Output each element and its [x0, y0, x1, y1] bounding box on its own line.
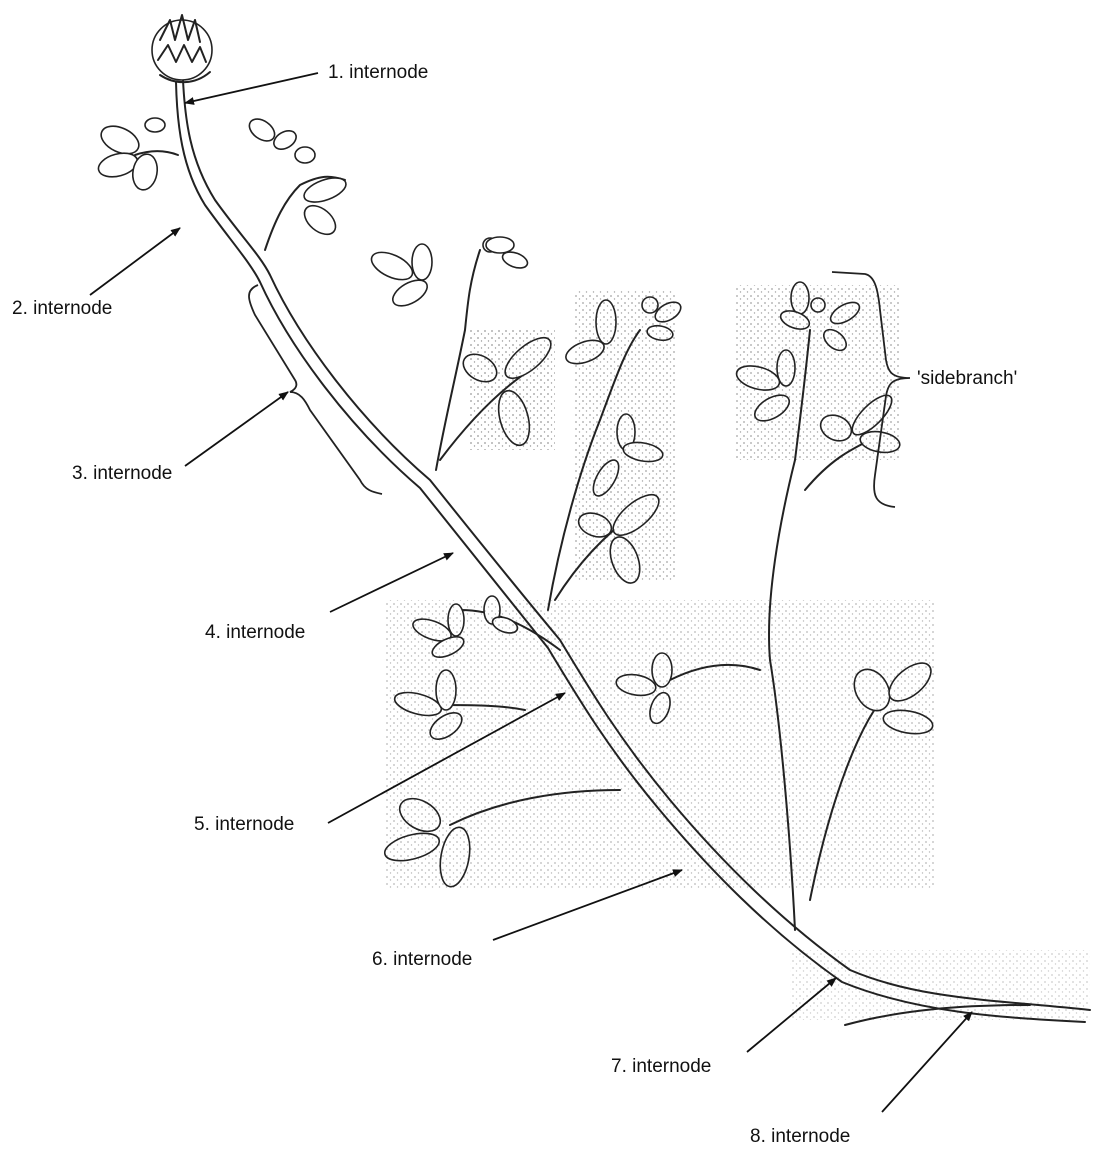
label-internode-4: 4. internode	[205, 622, 305, 644]
label-internode-5: 5. internode	[194, 814, 294, 836]
label-internode-3: 3. internode	[72, 463, 172, 485]
label-internode-1: 1. internode	[328, 62, 428, 84]
internode-3-bracket	[249, 285, 382, 494]
arrow-internode-1	[185, 73, 318, 103]
label-internode-8: 8. internode	[750, 1126, 850, 1148]
arrow-internode-2	[90, 228, 180, 295]
clover-flower-head	[152, 15, 212, 82]
label-sidebranch: 'sidebranch'	[917, 368, 1017, 390]
label-internode-2: 2. internode	[12, 298, 112, 320]
label-internode-7: 7. internode	[611, 1056, 711, 1078]
leaflets	[96, 115, 938, 890]
label-internode-6: 6. internode	[372, 949, 472, 971]
arrow-internode-8	[882, 1012, 972, 1112]
arrow-internode-3	[185, 392, 288, 466]
